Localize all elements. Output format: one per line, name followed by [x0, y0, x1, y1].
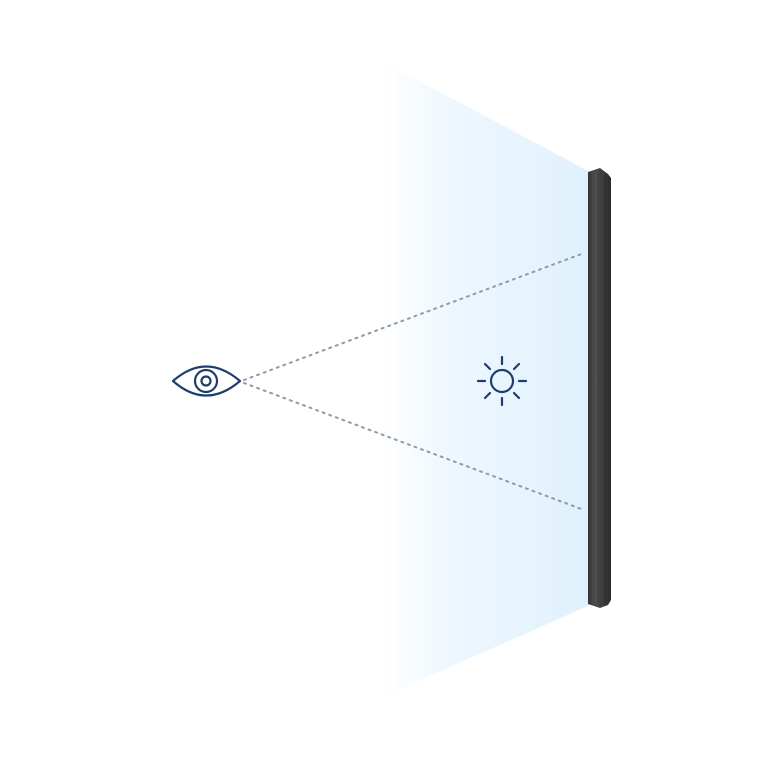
view-line-lower	[243, 382, 585, 511]
view-line-upper	[243, 252, 585, 381]
display-panel	[588, 168, 611, 608]
light-beam	[380, 60, 590, 698]
eye-icon	[171, 365, 242, 397]
sun-icon	[476, 355, 528, 407]
